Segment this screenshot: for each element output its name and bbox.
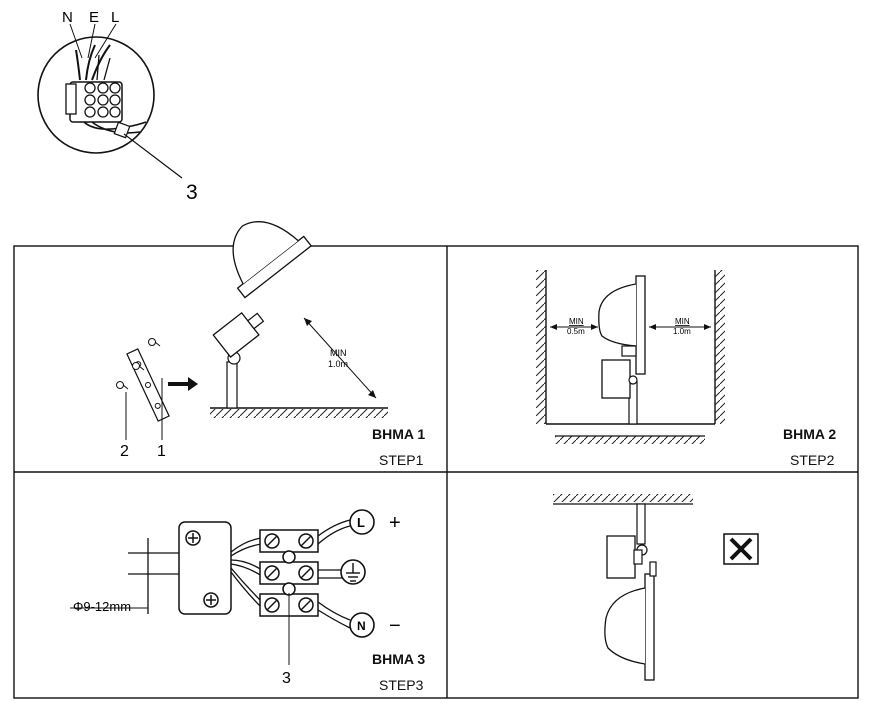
panel-1-distance-min: MIN bbox=[330, 348, 347, 358]
panel-1-figure-label: BHMA 1 bbox=[372, 426, 426, 442]
panel-1-callout-1: 1 bbox=[157, 443, 166, 460]
wire-label-e: E bbox=[89, 9, 99, 26]
panel-3-minus-sign: − bbox=[389, 615, 401, 637]
panel-3-terminal-n: N bbox=[357, 619, 366, 633]
panel-1-distance-value: 1.0m bbox=[328, 359, 348, 369]
panel-2-right-value: 1.0m bbox=[673, 327, 691, 336]
panel-3-plus-sign: + bbox=[389, 512, 401, 534]
panel-1-step-label: STEP1 bbox=[379, 452, 424, 468]
panel-2-figure-label: BHMA 2 bbox=[783, 426, 837, 442]
panel-2-step-label: STEP2 bbox=[790, 452, 835, 468]
panel-grid bbox=[13, 245, 859, 699]
panel-3-wiring bbox=[70, 509, 375, 665]
wire-label-l: L bbox=[111, 9, 119, 26]
panel-2-left-value: 0.5m bbox=[567, 327, 585, 336]
panel-2-left-min: MIN bbox=[569, 317, 584, 326]
panel-3-terminal-l: L bbox=[357, 515, 365, 530]
wire-label-n: N bbox=[62, 9, 73, 26]
detail-callout-3: 3 bbox=[186, 181, 198, 204]
panel-3-callout-3: 3 bbox=[282, 670, 291, 687]
panel-2-right-min: MIN bbox=[675, 317, 690, 326]
panel-3-step-label: STEP3 bbox=[379, 677, 424, 693]
panel-3-cable-diameter: Φ9-12mm bbox=[73, 599, 131, 614]
wiring-detail-inset bbox=[37, 23, 183, 179]
panel-3-figure-label: BHMA 3 bbox=[372, 651, 426, 667]
panel-1-callout-2: 2 bbox=[120, 443, 129, 460]
panel-1-mounting bbox=[116, 221, 388, 440]
panel-2-clearance bbox=[536, 270, 725, 444]
panel-4-incorrect-mounting bbox=[553, 494, 759, 681]
